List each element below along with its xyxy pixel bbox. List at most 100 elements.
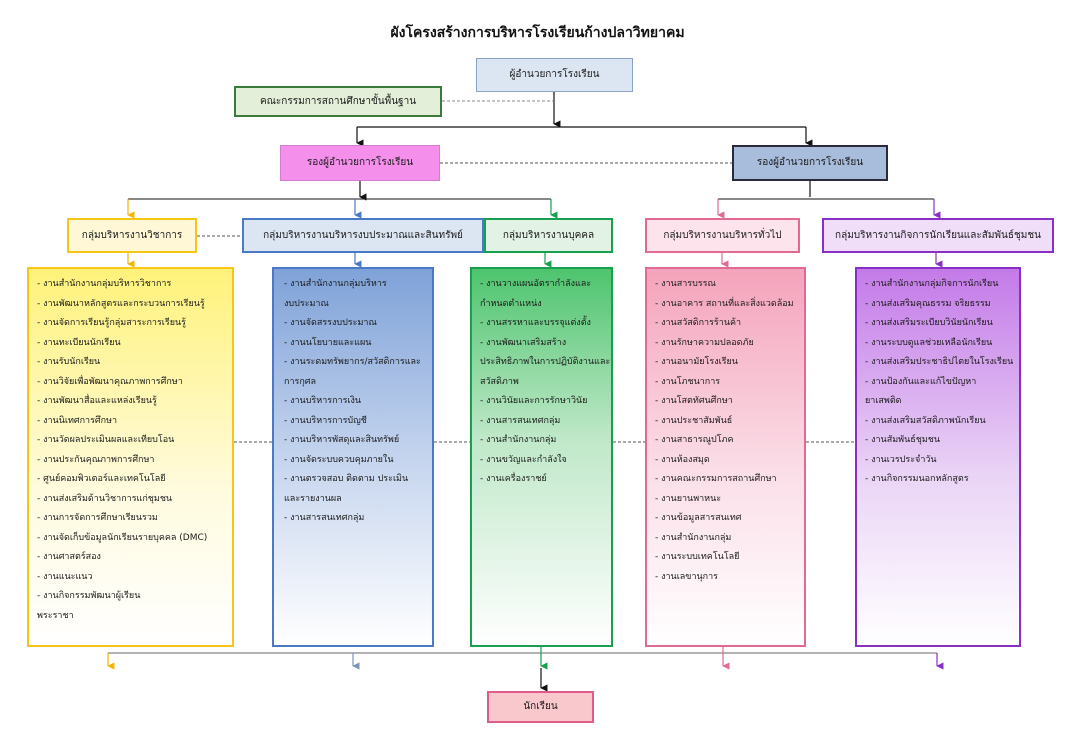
deputy-left-box: รองผู้อำนวยการโรงเรียน [280,145,440,181]
header-academic: กลุ่มบริหารงานวิชาการ [67,218,197,253]
director-box: ผู้อำนวยการโรงเรียน [476,58,633,92]
header-budget: กลุ่มบริหารงานบริหารงบประมาณและสินทรัพย์ [242,218,484,253]
list-item: และรายงานผล [284,493,342,504]
list-item: พระราชา [37,610,74,621]
list-item: - งานจัดเก็บข้อมูลนักเรียนรายบุคคล (DMC) [37,532,208,543]
budget-items: - งานสำนักงานกลุ่มบริหารงบประมาณ - งานจัด… [284,275,426,529]
list-item: - งานนิเทศการศึกษา [37,415,118,426]
list-item: - งานวิจัยเพื่อพัฒนาคุณภาพการศึกษา [37,376,183,387]
header-personnel: กลุ่มบริหารงานบุคคล [484,218,613,253]
list-item: - งานพัฒนาหลักสูตรและกระบวนการเรียนรู้ [37,298,205,309]
list-item: - งานเครื่องราชย์ [480,474,547,484]
list-item: - งานทะเบียนนักเรียน [37,337,121,348]
students-box: นักเรียน [487,691,594,723]
list-item: - งานส่งเสริมประชาธิปไตยในโรงเรียน [865,357,1014,367]
deputy-left-label: รองผู้อำนวยการโรงเรียน [306,157,414,168]
list-item: - งานโสตทัศนศึกษา [655,396,733,406]
header-general-label: กลุ่มบริหารงานบริหารทั่วไป [663,229,782,241]
list-item: สวัสดิภาพ [480,376,519,387]
list-item: - ศูนย์คอมพิวเตอร์และเทคโนโลยี [37,474,166,484]
list-item: ยาเสพติด [865,396,902,406]
list-item: - งานป้องกันและแก้ไขปัญหา [865,376,977,387]
panel-personnel: - งานวางแผนอัตรากำลังและกำหนดตำแหน่ง - งา… [470,267,613,647]
list-item: - งานยานพาหนะ [655,493,722,504]
list-item: - งานเวรประจำวัน [865,454,937,465]
list-item: - งานสาธารณูปโภค [655,435,734,445]
list-item: - งานบริหารการเงิน [284,396,362,406]
list-item: - งานส่งเสริมสวัสดิภาพนักเรียน [865,415,986,426]
list-item: - งานสารบรรณ [655,279,716,289]
list-item: - งานกิจกรรมพัฒนาผู้เรียน [37,591,141,601]
panel-budget: - งานสำนักงานกลุ่มบริหารงบประมาณ - งานจัด… [272,267,434,647]
list-item: - งานการจัดการศึกษาเรียนรวม [37,513,158,523]
list-item: - งานสารสนเทศกลุ่ม [284,513,365,523]
list-item: - งานประกันคุณภาพการศึกษา [37,454,155,465]
list-item: - งานส่งเสริมระเบียบวินัยนักเรียน [865,318,993,328]
chart-title: ผังโครงสร้างการบริหารโรงเรียนก้างปลาวิทย… [390,25,685,41]
header-budget-label: กลุ่มบริหารงานบริหารงบประมาณและสินทรัพย์ [263,229,463,241]
list-item: - งานแนะแนว [37,571,93,582]
header-general: กลุ่มบริหารงานบริหารทั่วไป [645,218,800,253]
list-item: - งานส่งเสริมคุณธรรม จริยธรรม [865,298,991,309]
list-item: - งานกิจกรรมนอกหลักสูตร [865,474,969,484]
list-item: - งานอนามัยโรงเรียน [655,357,738,367]
list-item: - งานสำนักงานกลุ่ม [655,532,732,543]
list-item: - งานอาคาร สถานที่และสิ่งแวดล้อม [655,298,794,309]
list-item: - งานสัมพันธ์ชุมชน [865,435,941,445]
list-item: - งานสำนักงานกลุ่มบริหารวิชาการ [37,279,172,289]
deputy-right-box: รองผู้อำนวยการโรงเรียน [732,145,888,181]
director-label: ผู้อำนวยการโรงเรียน [509,69,600,80]
list-item: การกุศล [284,376,317,387]
board-label: คณะกรรมการสถานศึกษาขั้นพื้นฐาน [259,95,417,107]
header-student-affairs-label: กลุ่มบริหารงานกิจการนักเรียนและสัมพันธ์ช… [835,229,1041,241]
list-item: - งานประชาสัมพันธ์ [655,415,733,426]
list-item: - งานส่งเสริมด้านวิชาการแก่ชุมชน [37,493,173,504]
list-item: - งานพัฒนาสื่อและแหล่งเรียนรู้ [37,396,157,406]
panel-general: - งานสารบรรณ - งานอาคาร สถานที่และสิ่งแวด… [645,267,806,647]
list-item: - งานสำนักงานกลุ่ม [480,435,557,445]
list-item: - งานจัดการเรียนรู้กลุ่มสาระการเรียนรู้ [37,318,186,328]
list-item: - งานพัฒนาเสริมสร้าง [480,337,567,348]
list-item: - งานวัดผลประเมินผลและเทียบโอน [37,435,175,445]
personnel-items: - งานวางแผนอัตรากำลังและกำหนดตำแหน่ง - งา… [480,275,611,490]
panel-academic: - งานสำนักงานกลุ่มบริหารวิชาการ - งานพัฒน… [27,267,234,647]
list-item: - งานสวัสดิการร้านค้า [655,318,742,328]
deputy-right-label: รองผู้อำนวยการโรงเรียน [756,157,864,168]
list-item: - งานบริหารการบัญชี [284,415,367,426]
list-item: - งานระบบเทคโนโลยี [655,552,740,562]
header-academic-label: กลุ่มบริหารงานวิชาการ [81,229,183,241]
student-affairs-items: - งานสำนักงานกลุ่มกิจการนักเรียน - งานส่ง… [865,275,1013,490]
list-item: - งานห้องสมุด [655,454,710,465]
list-item: - งานขวัญและกำลังใจ [480,454,567,465]
list-item: - งานรับนักเรียน [37,357,101,367]
list-item: - งานสำนักงานกลุ่มกิจการนักเรียน [865,279,999,289]
list-item: - งานระบบดูแลช่วยเหลือนักเรียน [865,337,993,348]
list-item: - งานบริหารพัสดุและสินทรัพย์ [284,435,400,445]
panel-student-affairs: - งานสำนักงานกลุ่มกิจการนักเรียน - งานส่ง… [855,267,1021,647]
list-item: - งานสำนักงานกลุ่มบริหาร [284,279,387,289]
list-item: ประสิทธิภาพในการปฏิบัติงานและ [480,357,611,367]
list-item: - งานศาสตร์สอง [37,552,101,562]
header-student-affairs: กลุ่มบริหารงานกิจการนักเรียนและสัมพันธ์ช… [822,218,1054,253]
list-item: - งานจัดสรรงบประมาณ [284,318,377,328]
list-item: - งานสารสนเทศกลุ่ม [480,415,561,426]
general-items: - งานสารบรรณ - งานอาคาร สถานที่และสิ่งแวด… [655,275,798,587]
list-item: - งานนโยบายและแผน [284,337,372,348]
list-item: - งานระดมทรัพยากร/สวัสดิการและ [284,357,421,367]
students-label: นักเรียน [523,701,558,712]
list-item: - งานคณะกรรมการสถานศึกษา [655,474,777,484]
list-item: - งานข้อมูลสารสนเทศ [655,513,742,523]
list-item: - งานโภชนาการ [655,376,721,387]
list-item: - งานจัดระบบควบคุมภายใน [284,454,394,465]
list-item: งบประมาณ [284,298,329,309]
list-item: - งานเลขานุการ [655,571,718,582]
list-item: - งานวินัยและการรักษาวินัย [480,396,588,406]
list-item: กำหนดตำแหน่ง [480,298,542,309]
header-personnel-label: กลุ่มบริหารงานบุคคล [502,229,595,241]
list-item: - งานวางแผนอัตรากำลังและ [480,279,592,289]
academic-items: - งานสำนักงานกลุ่มบริหารวิชาการ - งานพัฒน… [37,275,226,626]
list-item: - งานตรวจสอบ ติดตาม ประเมิน [284,474,409,484]
board-box: คณะกรรมการสถานศึกษาขั้นพื้นฐาน [234,86,442,117]
list-item: - งานรักษาความปลอดภัย [655,337,754,348]
